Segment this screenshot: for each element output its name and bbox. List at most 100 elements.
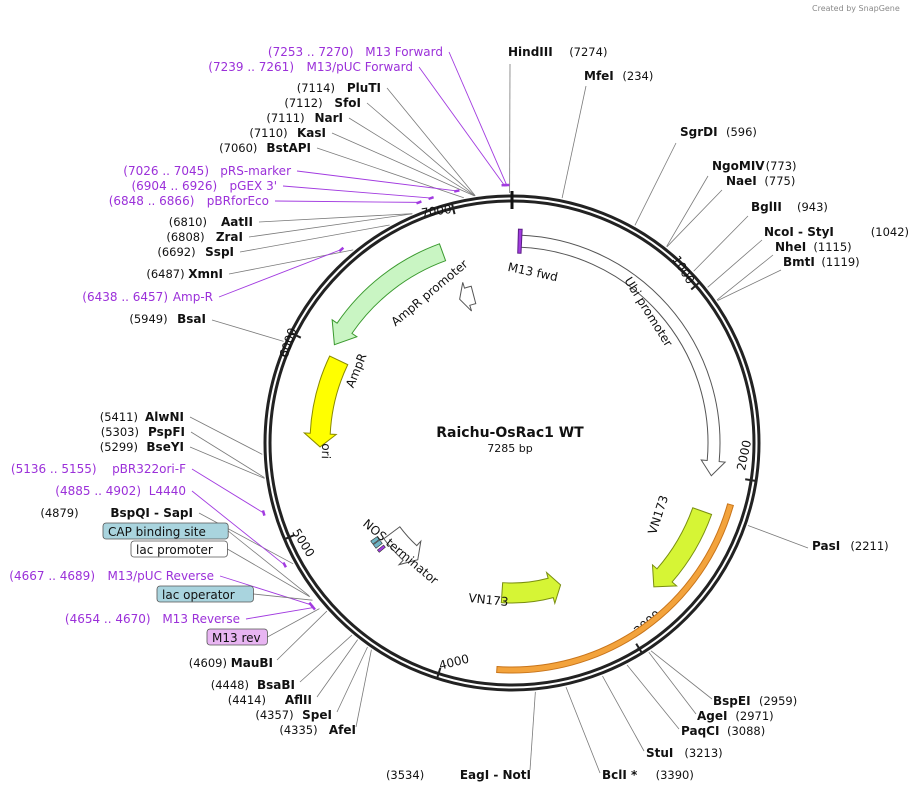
enzyme-aflii: AflII [285, 693, 312, 707]
enzyme-bspei-position: (2959) [759, 694, 797, 708]
leader-line [366, 102, 476, 197]
primer-m13-reverse-range: (4654 .. 4670) [65, 612, 151, 626]
enzyme-xmni-position: (6487) [146, 267, 184, 281]
tick-mark [450, 202, 456, 215]
lac-region-mark [372, 539, 383, 549]
enzyme-sspi: SspI [205, 245, 234, 259]
tick-mark [635, 643, 644, 655]
leader-line [355, 649, 372, 728]
feature-label-m13-fwd: M13 fwd [506, 260, 559, 284]
primer-leader-line [274, 200, 419, 203]
leader-line [666, 175, 709, 247]
plasmid-length: 7285 bp [487, 442, 532, 455]
enzyme-sfoi: SfoI [334, 96, 361, 110]
primer-site-mark [338, 246, 345, 253]
tick-mark [690, 280, 701, 291]
leader-line [336, 646, 368, 713]
primer-amp-r-range: (6438 .. 6457) [82, 290, 168, 304]
tick-label: 5000 [289, 526, 317, 559]
m13-fwd-site [517, 228, 523, 254]
leader-line [693, 215, 749, 272]
enzyme-aatii: AatII [221, 215, 253, 229]
enzyme-alwni-position: (5411) [100, 410, 138, 424]
enzyme-agei-position: (2971) [735, 709, 773, 723]
box-label-cap-binding-site: CAP binding site [108, 525, 206, 539]
ampr-promoter-arrow [459, 282, 477, 312]
feature-label-vn173: VN173 [468, 591, 509, 609]
leader-line [634, 142, 677, 226]
enzyme-bsai-position: (5949) [129, 312, 167, 326]
enzyme-bglii-position: (943) [797, 200, 828, 214]
leader-line [228, 249, 354, 275]
primer-site-mark [428, 196, 434, 201]
primer-site-marks [261, 183, 510, 611]
enzyme-aatii-position: (6810) [169, 215, 207, 229]
enzyme-maubi-position: (4609) [189, 656, 227, 670]
enzyme-eagi-noti-position: (3534) [386, 768, 424, 782]
plasmid-name: Raichu-OsRac1 WT [436, 425, 584, 441]
primer-prs-marker-range: (7026 .. 7045) [123, 164, 209, 178]
ori-arrow [302, 355, 349, 448]
primer-l4440-range: (4885 .. 4902) [55, 484, 141, 498]
enzyme-nari-position: (7111) [266, 111, 304, 125]
feature-label-ori: ori [319, 443, 334, 459]
enzyme-nhei-position: (1115) [813, 240, 851, 254]
primer-leader-line [418, 66, 505, 186]
leader-line [189, 416, 263, 455]
primer-pgex-3-range: (6904 .. 6926) [131, 179, 217, 193]
enzyme-bcli-position: (3390) [656, 768, 694, 782]
primer-leader-line [282, 185, 432, 199]
enzyme-mfei-position: (234) [622, 69, 653, 83]
leader-line [198, 512, 294, 565]
enzyme-afei: AfeI [329, 723, 356, 737]
primer-l4440: L4440 [149, 484, 186, 498]
leader-line [248, 213, 413, 238]
snapgene-credit: Created by SnapGene [812, 4, 900, 13]
box-label-lac-operator: lac operator [162, 588, 235, 602]
box-lac-operator [156, 585, 254, 603]
lac-region-mark [370, 536, 380, 545]
leader-line [648, 651, 697, 715]
enzyme-paqci-position: (3088) [727, 724, 765, 738]
enzyme-bglii: BglII [751, 200, 782, 214]
primer-pgex-3: pGEX 3' [230, 179, 277, 193]
leader-line [211, 319, 284, 342]
tick-label: 7000 [420, 202, 452, 220]
enzyme-spei-position: (4357) [255, 708, 293, 722]
primer-m13-forward: M13 Forward [365, 45, 443, 59]
enzyme-agei: AgeI [697, 709, 727, 723]
enzyme-alwni: AlwNI [145, 410, 184, 424]
enzyme-sgrdi: SgrDI [680, 125, 718, 139]
box-leader-line [227, 530, 310, 597]
enzyme-pasi: PasI [812, 539, 840, 553]
enzyme-bseyi-position: (5299) [100, 440, 138, 454]
leader-line [666, 189, 723, 248]
enzyme-stui: StuI [646, 746, 673, 760]
enzyme-nhei: NheI [775, 240, 806, 254]
primer-site-mark [415, 200, 422, 205]
feature-arrows [302, 228, 734, 674]
enzyme-xmni: XmnI [188, 267, 223, 281]
enzyme-zrai-position: (6808) [166, 230, 204, 244]
leader-line [716, 254, 774, 301]
nos-terminator-arrow [383, 526, 422, 566]
insert-region-band [496, 503, 734, 674]
primer-site-mark [261, 510, 266, 516]
enzyme-afei-position: (4335) [279, 723, 317, 737]
enzyme-naei-position: (775) [764, 174, 795, 188]
primer-pbr322ori-f-range: (5136 .. 5155) [11, 462, 97, 476]
enzyme-nari: NarI [314, 111, 343, 125]
primer-leader-line [448, 51, 508, 186]
primer-pbr322ori-f: pBR322ori-F [112, 462, 186, 476]
leader-line [316, 639, 358, 698]
box-leader-line [253, 593, 313, 601]
feature-label-ampr: AmpR [343, 351, 369, 389]
leader-line [189, 446, 265, 479]
leader-line [258, 213, 413, 223]
enzyme-ncoi-styi-position: (1042) [871, 225, 909, 239]
tick-mark [435, 667, 442, 680]
primer-leader-line [219, 575, 312, 606]
primer-leader-line [245, 607, 314, 620]
leader-line [717, 269, 782, 302]
